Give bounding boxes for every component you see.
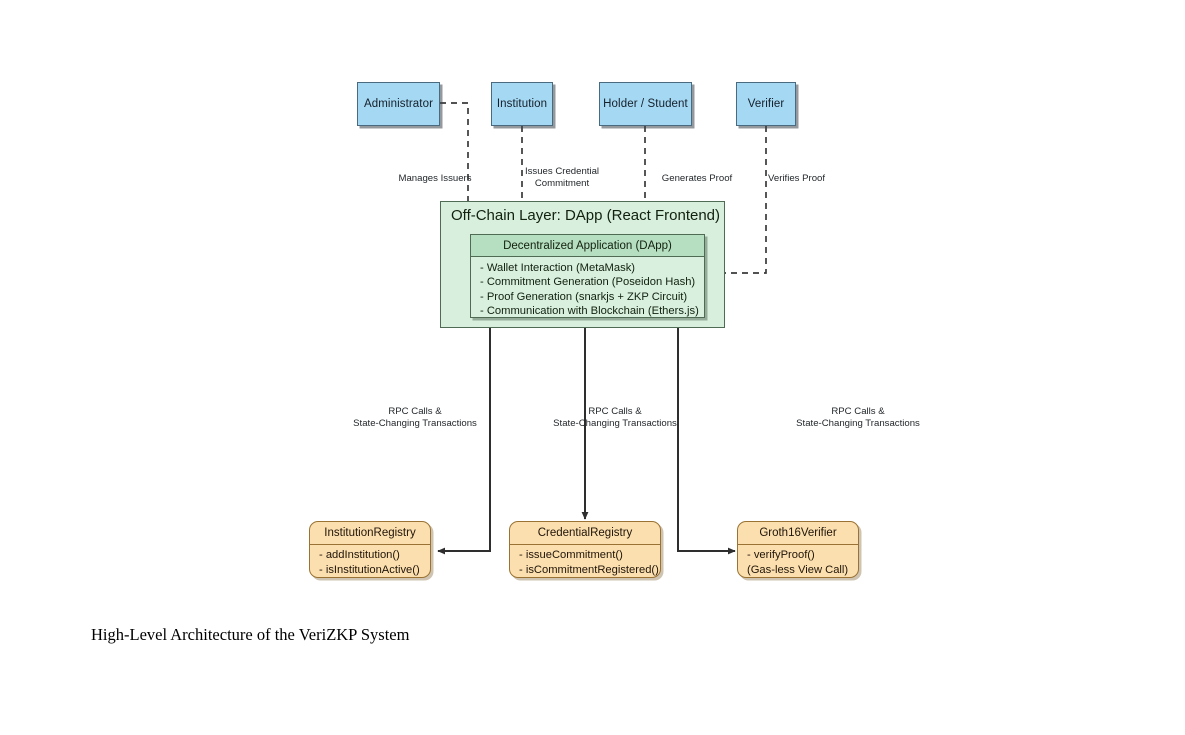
actor-verifier-label: Verifier [747, 98, 785, 110]
contract-institution-registry[interactable]: InstitutionRegistry - addInstitution() -… [309, 521, 431, 578]
actor-institution-label: Institution [496, 98, 548, 110]
dapp-feature-item: - Commitment Generation (Poseidon Hash) [480, 276, 696, 289]
edge-label-manages-issuers: Manages Issuers [398, 173, 472, 184]
contract-credential-registry-methods: - issueCommitment() - isCommitmentRegist… [510, 545, 660, 577]
contract-groth16-verifier-methods: - verifyProof() (Gas-less View Call) [738, 545, 858, 577]
offchain-layer-title: Off-Chain Layer: DApp (React Frontend) [451, 207, 721, 224]
contract-institution-registry-methods: - addInstitution() - isInstitutionActive… [310, 545, 430, 577]
contract-groth16-verifier[interactable]: Groth16Verifier - verifyProof() (Gas-les… [737, 521, 859, 578]
contract-institution-registry-header: InstitutionRegistry [310, 522, 430, 545]
contract-method: - isInstitutionActive() [319, 563, 420, 576]
dapp-box[interactable]: Decentralized Application (DApp) - Walle… [470, 234, 705, 318]
actor-holder-student-label: Holder / Student [603, 98, 688, 110]
contract-method: - issueCommitment() [519, 549, 623, 561]
dapp-feature-item: - Communication with Blockchain (Ethers.… [480, 305, 699, 318]
dapp-feature-list: - Wallet Interaction (MetaMask) - Commit… [471, 257, 704, 323]
figure-caption: High-Level Architecture of the VeriZKP S… [91, 625, 410, 644]
contract-groth16-verifier-header: Groth16Verifier [738, 522, 858, 545]
wire-dapp-to-institution-registry [437, 318, 491, 555]
contract-method: - verifyProof() [747, 549, 815, 561]
edge-label-rpc-left: RPC Calls & State-Changing Transactions [353, 406, 477, 429]
edge-label-rpc-center: RPC Calls & State-Changing Transactions [553, 406, 677, 429]
dapp-feature-item: - Proof Generation (snarkjs + ZKP Circui… [480, 290, 688, 303]
actor-institution[interactable]: Institution [491, 82, 553, 126]
actor-verifier[interactable]: Verifier [736, 82, 796, 126]
actor-holder-student[interactable]: Holder / Student [599, 82, 692, 126]
contract-credential-registry[interactable]: CredentialRegistry - issueCommitment() -… [509, 521, 661, 578]
actor-administrator[interactable]: Administrator [357, 82, 440, 126]
wire-dapp-to-groth16-verifier [677, 318, 736, 555]
dapp-feature-item: - Wallet Interaction (MetaMask) [480, 262, 636, 274]
edge-label-verifies-proof: Verifies Proof [768, 173, 826, 184]
actor-administrator-label: Administrator [363, 98, 434, 110]
contract-method: (Gas-less View Call) [747, 563, 849, 576]
dapp-header: Decentralized Application (DApp) [471, 235, 704, 257]
contract-method: - addInstitution() [319, 549, 400, 561]
contract-method: - isCommitmentRegistered() [519, 563, 659, 576]
edge-label-rpc-right: RPC Calls & State-Changing Transactions [796, 406, 920, 429]
contract-credential-registry-header: CredentialRegistry [510, 522, 660, 545]
edge-label-generates-proof: Generates Proof [661, 173, 733, 184]
edge-label-issues-commitment: Issues Credential Commitment [524, 166, 600, 189]
